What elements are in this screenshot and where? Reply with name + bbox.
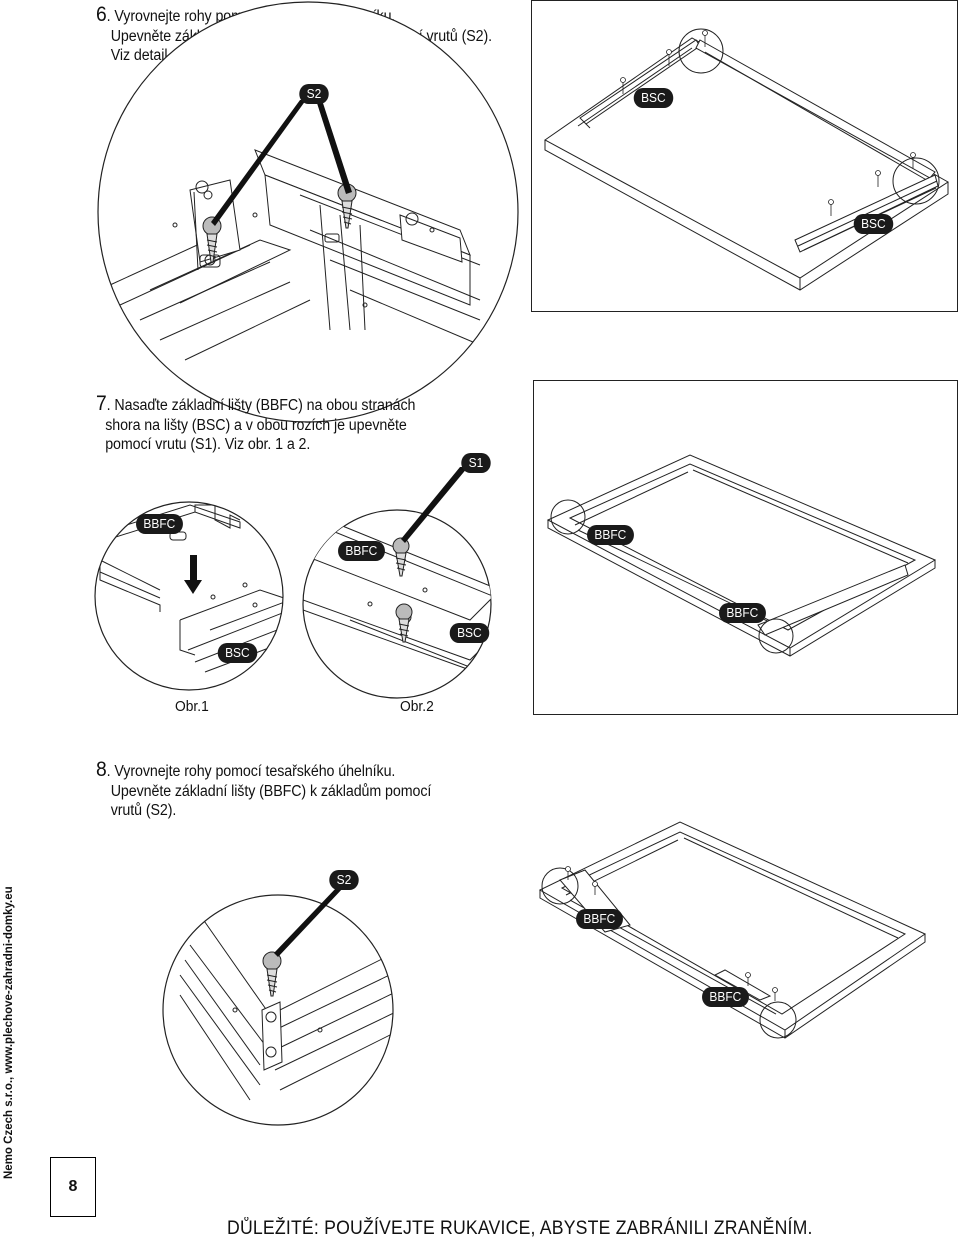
- step8-line2: Upevněte základní lišty (BBFC) k základů…: [110, 782, 432, 800]
- step7-caption-obr2: Obr.2: [400, 698, 434, 715]
- step7-number: 7: [96, 392, 107, 415]
- safety-warning: DŮLEŽITÉ: POUŽÍVEJTE RUKAVICE, ABYSTE ZA…: [227, 1218, 813, 1239]
- step7-frame-bbfc-label-right: BBFC: [719, 603, 766, 623]
- step8-number: 8: [96, 758, 107, 781]
- step7-line3: pomocí vrutu (S1). Viz obr. 1 a 2.: [105, 436, 311, 453]
- step8-bbfc-label-right: BBFC: [702, 987, 749, 1007]
- step8-screw-label: S2: [329, 870, 359, 890]
- step7-instructions: 7. Nasaďte základní lišty (BBFC) na obou…: [96, 392, 416, 453]
- step6-overview-frame: [531, 0, 958, 312]
- page-number: 8: [68, 1178, 78, 1195]
- step7-obr1-bsc-label: BSC: [217, 643, 258, 663]
- step6-number: 6: [96, 3, 107, 26]
- step8-line3: vrutů (S2).: [110, 802, 177, 819]
- step8-instructions: 8. Vyrovnejte rohy pomocí tesařského úhe…: [96, 758, 432, 819]
- step7-obr2-bsc-label: BSC: [449, 623, 490, 643]
- page-number-box: 8: [50, 1157, 96, 1217]
- step8-line1: Vyrovnejte rohy pomocí tesařského úhelní…: [114, 763, 396, 780]
- step7-caption-obr1: Obr.1: [175, 698, 209, 715]
- step6-bsc-label-right: BSC: [853, 214, 894, 234]
- step7-screw-label: S1: [461, 453, 491, 473]
- step7-obr1-bbfc-label: BBFC: [136, 514, 183, 534]
- step7-obr1-circle: [94, 501, 284, 691]
- company-side-text: Nemo Czech s.r.o., www.plechove-zahradni…: [3, 886, 15, 1179]
- step6-screw-label: S2: [299, 84, 329, 104]
- step6-bsc-label-top: BSC: [633, 88, 674, 108]
- step6-line3: Viz detail.: [110, 47, 172, 64]
- step7-line2: shora na lišty (BSC) a v obou rozích je …: [105, 416, 407, 434]
- step7-line1: Nasaďte základní lišty (BBFC) na obou st…: [114, 397, 416, 414]
- step7-overview-frame: [533, 380, 958, 715]
- step7-frame-bbfc-label-top: BBFC: [587, 525, 634, 545]
- step8-bbfc-label-top: BBFC: [576, 909, 623, 929]
- step7-obr2-bbfc-label: BBFC: [338, 541, 385, 561]
